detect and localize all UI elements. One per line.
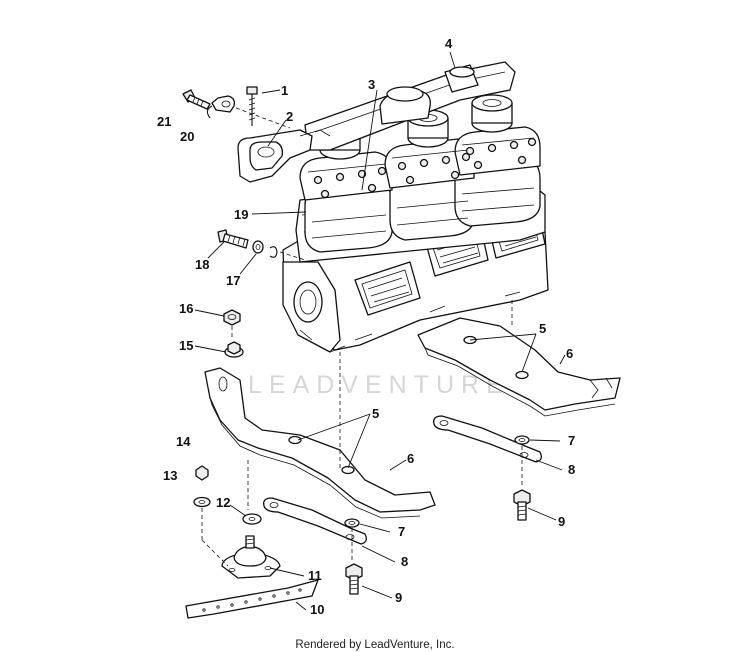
shim-plate-left <box>263 497 367 545</box>
washer-part-7-right <box>514 435 530 445</box>
callout-3: 3 <box>368 77 375 92</box>
washer-part-12 <box>242 513 262 525</box>
callout-14: 14 <box>176 434 191 449</box>
assembly-line <box>235 107 291 129</box>
washer-part-17 <box>252 240 264 254</box>
footer-credit: Rendered by LeadVenture, Inc. <box>295 639 454 651</box>
callout-8-left: 8 <box>401 554 408 569</box>
strip-part-10 <box>185 579 319 619</box>
callout-20: 20 <box>180 129 194 144</box>
rubber-mount-part-11 <box>221 535 281 579</box>
callout-13: 13 <box>163 468 177 483</box>
callout-4: 4 <box>445 36 453 51</box>
callout-8-right: 8 <box>568 462 575 477</box>
callout-17: 17 <box>226 273 240 288</box>
bolt-part-9-right <box>513 489 531 521</box>
callout-21: 21 <box>157 114 171 129</box>
washer-part-13 <box>193 496 211 508</box>
bolt-part-9-left <box>345 563 363 595</box>
callout-18: 18 <box>195 257 209 272</box>
callout-6-upper: 6 <box>566 346 573 361</box>
screw-part-1 <box>246 86 258 126</box>
callout-5-upper: 5 <box>539 321 546 336</box>
callout-9-right: 9 <box>558 514 565 529</box>
callout-9-left: 9 <box>395 590 402 605</box>
callout-2: 2 <box>286 109 293 124</box>
washer-nut-part-15 <box>224 341 244 358</box>
cable-lug-part-20 <box>206 95 236 119</box>
callout-15: 15 <box>179 338 193 353</box>
nut-part-14 <box>195 465 209 481</box>
callout-10: 10 <box>310 602 324 617</box>
bolt-part-21 <box>182 89 211 110</box>
callout-12: 12 <box>216 495 230 510</box>
washer-part-7-left <box>344 518 360 528</box>
callout-1: 1 <box>281 83 288 98</box>
engine-mount-bracket-right <box>417 317 621 417</box>
shim-plate-right <box>433 415 542 463</box>
engine-block <box>282 61 549 353</box>
callout-7-right: 7 <box>568 433 575 448</box>
assembly-line <box>279 251 306 261</box>
callout-7-left: 7 <box>398 524 405 539</box>
callout-6-lower: 6 <box>407 451 414 466</box>
throttle-cable-bracket <box>237 129 331 183</box>
callout-numbers: 21 20 1 2 3 4 19 18 17 16 15 5 6 5 6 7 8… <box>157 36 575 617</box>
nut-part-16 <box>223 309 241 326</box>
callout-19: 19 <box>234 207 248 222</box>
leader-lines <box>194 51 566 611</box>
callout-11: 11 <box>308 568 322 583</box>
lock-washer <box>269 246 278 258</box>
watermark-text: LEADVENTURE <box>248 371 510 399</box>
callout-16: 16 <box>179 301 193 316</box>
engine-mount-bracket-left <box>204 367 436 519</box>
assembly-lines <box>201 300 523 567</box>
stud-bolt-part-18 <box>217 229 249 249</box>
callout-5-lower: 5 <box>372 406 379 421</box>
